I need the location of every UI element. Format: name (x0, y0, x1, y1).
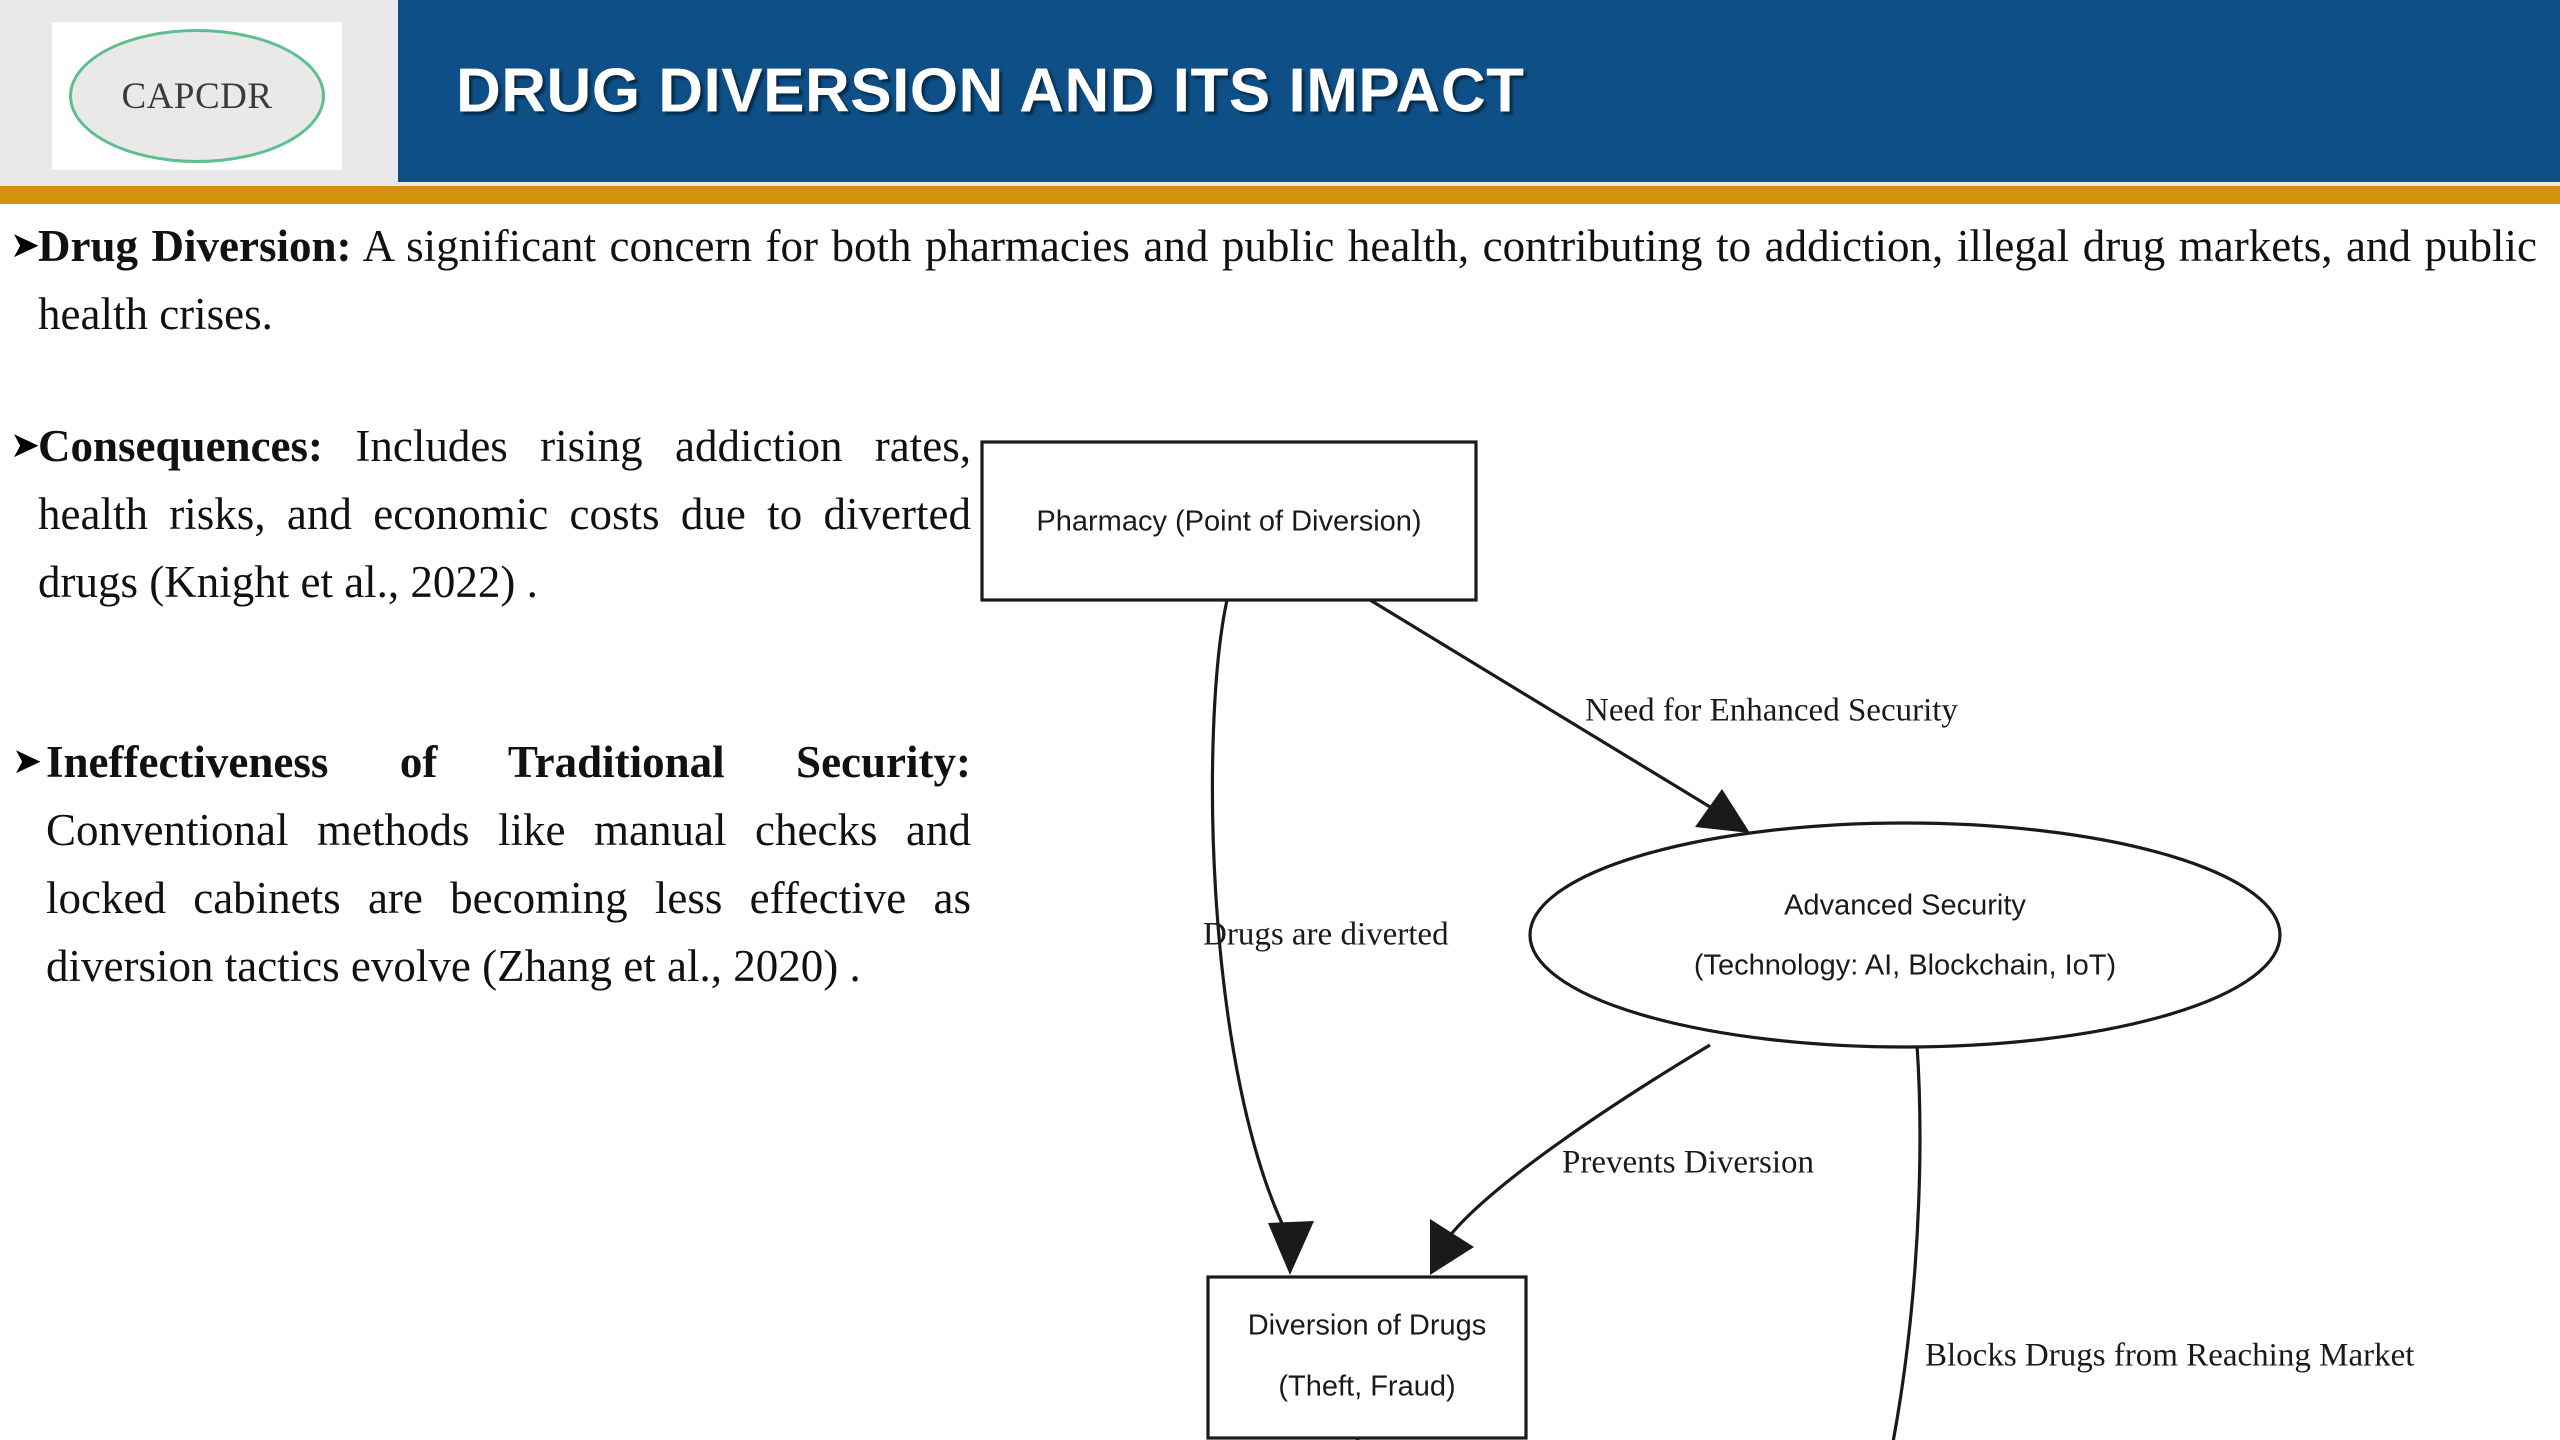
bullet-text-2: Consequences: Includes rising addiction … (38, 412, 985, 616)
bullet-text-1: Drug Diversion: A significant concern fo… (38, 212, 2545, 348)
edge-drugs-diverted (1210, 599, 1314, 1275)
logo-ellipse-icon: CAPCDR (69, 29, 325, 163)
gold-divider (0, 186, 2560, 204)
node-diversion-of-drugs[interactable]: Diversion of Drugs (Theft, Fraud) (1206, 1275, 1528, 1440)
node-pharmacy[interactable]: Pharmacy (Point of Diversion) (980, 440, 1478, 602)
arrow-head-icon (1430, 1219, 1474, 1275)
node-advanced-security-line1: Advanced Security (1784, 890, 2026, 922)
bullet-rest-3: Conventional methods like manual checks … (46, 805, 971, 991)
edge-need-security (1369, 598, 1750, 833)
bullet-rest-2: Includes rising addiction rates, health … (38, 421, 971, 607)
bullet-lead-3: Ineffectiveness of Traditional Security: (46, 737, 971, 787)
page-title: DRUG DIVERSION AND ITS IMPACT (456, 56, 1525, 126)
bullet-arrow-icon: ➤ (10, 425, 41, 466)
edge-label-drugs-diverted: Drugs are diverted (1203, 917, 1449, 953)
node-advanced-security[interactable]: Advanced Security (Technology: AI, Block… (1528, 821, 2282, 1049)
flow-diagram: Pharmacy (Point of Diversion) Advanced S… (950, 395, 2560, 1440)
bullet-item-2: ➤ Consequences: Includes rising addictio… (0, 412, 985, 616)
logo-card: CAPCDR (52, 22, 342, 170)
node-diversion-line1: Diversion of Drugs (1248, 1310, 1487, 1342)
node-advanced-security-line2: (Technology: AI, Blockchain, IoT) (1694, 950, 2116, 982)
edge-label-blocks-drugs: Blocks Drugs from Reaching Market (1925, 1338, 2414, 1374)
node-pharmacy-label: Pharmacy (Point of Diversion) (1036, 506, 1421, 538)
bullet-lead-2: Consequences: (38, 421, 324, 471)
arrow-head-icon (1695, 789, 1750, 833)
node-diversion-line2: (Theft, Fraud) (1278, 1371, 1455, 1403)
bullet-item-3: ➤ Ineffectiveness of Traditional Securit… (0, 728, 985, 1000)
edge-prevents-diversion (1430, 1043, 1711, 1275)
bullet-rest-1: A significant concern for both pharmacie… (38, 221, 2537, 339)
edge-blocks-drugs (1891, 1044, 1922, 1440)
edge-label-need-security: Need for Enhanced Security (1585, 693, 1958, 729)
bullet-text-3: Ineffectiveness of Traditional Security:… (38, 728, 985, 1000)
bullet-arrow-icon: ➤ (10, 225, 41, 266)
title-band: DRUG DIVERSION AND ITS IMPACT (398, 0, 2560, 182)
bullet-lead-1: Drug Diversion: (38, 221, 352, 271)
edge-label-prevents-diversion: Prevents Diversion (1562, 1145, 1814, 1181)
logo-text: CAPCDR (121, 75, 273, 117)
bullet-arrow-icon: ➤ (12, 741, 43, 782)
bullet-item-1: ➤ Drug Diversion: A significant concern … (0, 212, 2545, 348)
arrow-head-icon (1268, 1221, 1314, 1275)
